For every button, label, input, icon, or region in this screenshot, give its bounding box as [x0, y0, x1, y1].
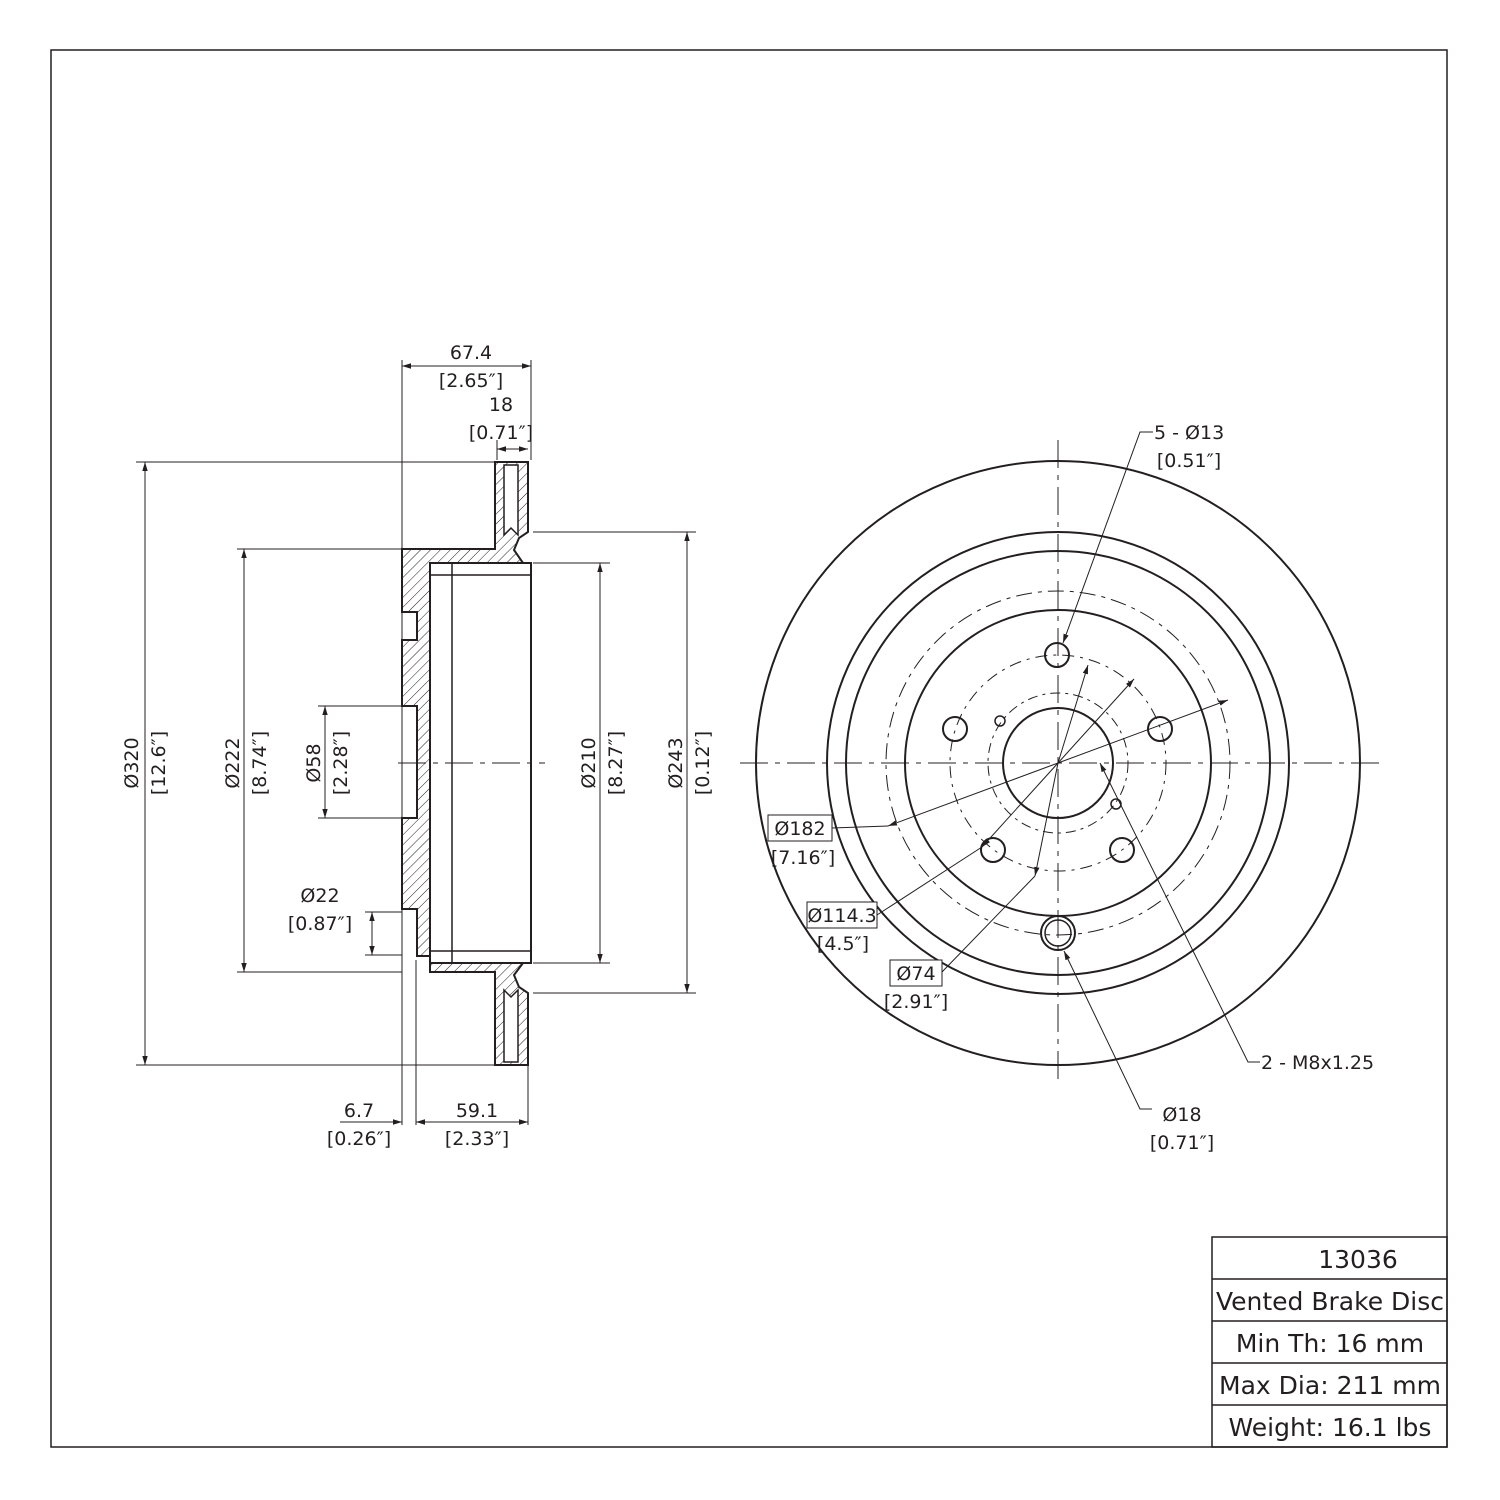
hat-diameter-inch-label: [8.74″] — [249, 731, 271, 795]
vent-slot-top — [503, 464, 519, 537]
part-number: 13036 — [1318, 1245, 1398, 1274]
mount-thickness-label: 6.7 — [344, 1100, 374, 1122]
friction-inner-diameter-inch-label: [0.12″] — [692, 731, 714, 795]
circle-74-inch-label: [2.91″] — [884, 991, 948, 1013]
overall-width-label: 67.4 — [450, 342, 492, 364]
stud-hole-inch-label: [0.87″] — [288, 913, 352, 935]
mount-thickness-inch-label: [0.26″] — [327, 1128, 391, 1150]
bolt-circle-label: Ø114.3 — [807, 905, 876, 927]
bolt-hole — [1109, 837, 1135, 863]
friction-inner-diameter-label: Ø243 — [665, 737, 687, 788]
threaded-holes-label: 2 - M8x1.25 — [1261, 1052, 1374, 1074]
bolt-circle — [949, 654, 1167, 872]
outer-diameter-inch-label: [12.6″] — [148, 731, 170, 795]
hat-height-label: 59.1 — [456, 1100, 498, 1122]
circle-182-box — [767, 814, 833, 842]
threaded-hole — [1110, 798, 1122, 810]
bolt-holes-inch-label: [0.51″] — [1157, 450, 1221, 472]
stud-hole-label: Ø22 — [300, 885, 339, 907]
bolt-hole — [1147, 716, 1173, 742]
part-description: Vented Brake Disc — [1216, 1287, 1444, 1316]
overall-width-inch-label: [2.65″] — [439, 370, 503, 392]
hat-diameter-label: Ø222 — [222, 737, 244, 788]
circle-182-inch-label: [7.16″] — [771, 847, 835, 869]
center-bore-label: Ø58 — [303, 743, 325, 782]
outer-diameter-label: Ø320 — [121, 737, 143, 788]
hat-height-inch-label: [2.33″] — [445, 1128, 509, 1150]
hole-18-inch-label: [0.71″] — [1150, 1132, 1214, 1154]
bolt-circle-box — [806, 901, 878, 929]
outer-rim-circle — [755, 460, 1361, 1066]
inner-hat-diameter-label: Ø210 — [578, 737, 600, 788]
bolt-hole — [942, 716, 968, 742]
hole-18-label: Ø18 — [1162, 1104, 1201, 1126]
rotor-thickness-label: 18 — [489, 394, 513, 416]
max-diameter: Max Dia: 211 mm — [1219, 1371, 1441, 1400]
ref-circle-74 — [987, 692, 1129, 834]
title-block: 13036 Vented Brake Disc Min Th: 16 mm Ma… — [1211, 1236, 1448, 1448]
circle-182-label: Ø182 — [774, 818, 825, 840]
ref-circle-182 — [885, 590, 1231, 936]
drawing-frame — [50, 49, 1448, 1448]
hat-outer-circle — [826, 531, 1290, 995]
rotor-thickness-inch-label: [0.71″] — [469, 422, 533, 444]
bolt-hole — [980, 837, 1006, 863]
hole-18-inner — [1044, 919, 1072, 947]
bolt-holes-label: 5 - Ø13 — [1154, 422, 1224, 444]
center-bore-circle — [1002, 707, 1114, 819]
min-thickness: Min Th: 16 mm — [1236, 1329, 1424, 1358]
bolt-circle-inch-label: [4.5″] — [817, 933, 869, 955]
side-view: 67.4 [2.65″] 18 [0.71″] Ø320 [12.6″] Ø22… — [121, 342, 714, 1150]
face-view: 5 - Ø13 [0.51″] Ø182 [7.16″] Ø114.3 [4.5… — [740, 422, 1380, 1154]
inner-hat-diameter-inch-label: [8.27″] — [605, 731, 627, 795]
hat-inner-circle — [845, 550, 1271, 976]
threaded-hole — [994, 715, 1006, 727]
circle-74-label: Ø74 — [896, 963, 935, 985]
hole-18 — [1040, 915, 1076, 951]
weight: Weight: 16.1 lbs — [1229, 1413, 1432, 1442]
center-bore-inch-label: [2.28″] — [330, 731, 352, 795]
circle-74-box — [889, 959, 943, 987]
vent-slot-bottom — [503, 988, 519, 1063]
bolt-hole — [1044, 642, 1070, 668]
